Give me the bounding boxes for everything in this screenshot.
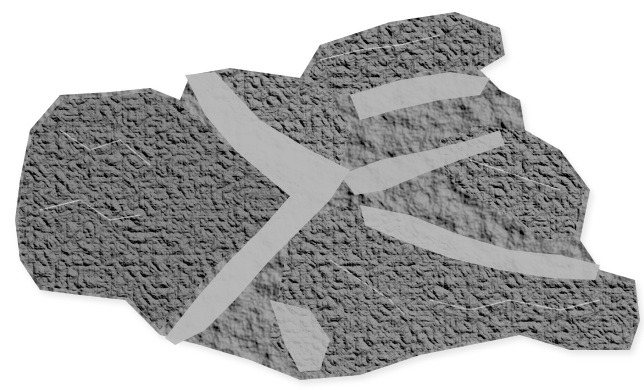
main-valley [165,72,350,345]
western-highland [18,92,300,330]
northern-valley [350,72,490,120]
southern-valley [360,205,600,280]
southwest-valley [270,300,330,372]
southern-block [270,205,638,375]
northern-ridge [305,15,502,95]
ridge-highlights [39,34,601,321]
central-east-valley [340,130,505,195]
ridge-shadows [44,41,606,321]
